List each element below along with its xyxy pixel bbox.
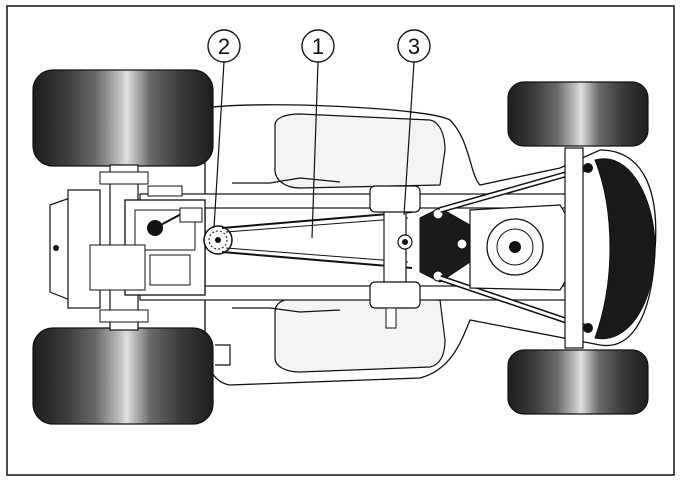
rear-bumper: [49, 197, 71, 301]
transmission-pulley: [203, 225, 233, 255]
callout-3: 3: [397, 29, 431, 63]
callout-2: 2: [207, 29, 241, 63]
callout-3-label: 3: [408, 34, 420, 59]
front-left-wheel: [507, 81, 649, 147]
front-axle: [564, 147, 584, 349]
front-bumper: [594, 158, 656, 340]
rear-left-wheel: [32, 69, 214, 167]
callout-1-label: 1: [312, 34, 324, 59]
callout-2-leader: [213, 61, 225, 229]
callout-3-leader: [403, 61, 415, 216]
deck-spindle: [469, 204, 573, 291]
lower-deck-panel: [274, 297, 446, 373]
callout-1-leader: [311, 61, 319, 239]
drive-belt: [221, 211, 413, 269]
transmission: [89, 185, 206, 296]
front-right-wheel: [507, 349, 649, 415]
upper-deck-panel: [274, 113, 446, 189]
engine-pulley-assembly: [369, 185, 421, 329]
callout-2-label: 2: [218, 34, 230, 59]
rear-right-wheel: [32, 327, 214, 425]
callout-1: 1: [301, 29, 335, 63]
